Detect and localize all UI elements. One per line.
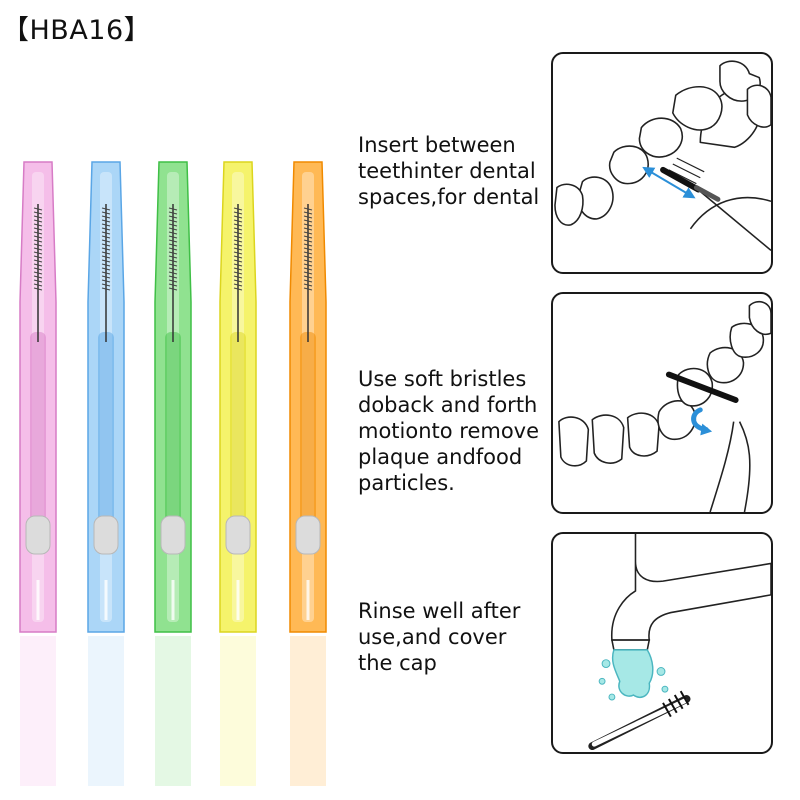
brand-label: 【HBA16】 (2, 15, 152, 46)
brush-insert-between-teeth-icon (554, 60, 771, 251)
step-1-text: Insert between teethinter dental spaces,… (358, 133, 540, 209)
step-2-text: Use soft bristles doback and forth motio… (358, 367, 540, 495)
rinse-under-tap-icon (588, 534, 771, 751)
step-1-illustration (551, 52, 773, 274)
brush-green (154, 161, 192, 786)
brush-yellow (219, 161, 257, 786)
step-2-illustration (551, 292, 773, 514)
brush-group (19, 161, 327, 786)
brush-blue (87, 161, 125, 786)
brush-orange (289, 161, 327, 786)
brush-back-and-forth-icon (558, 300, 771, 512)
brush-pink (19, 161, 57, 786)
step-3-text: Rinse well after use,and cover the cap (358, 599, 521, 675)
step-3-illustration (551, 532, 773, 754)
